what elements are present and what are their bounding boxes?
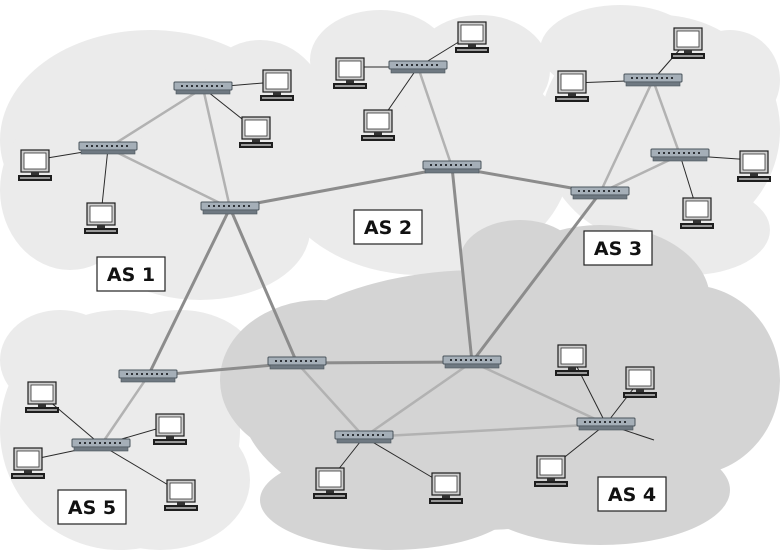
as5-label: AS 5 [57,489,127,525]
host-as3-2 [554,70,590,103]
host-as3-1 [670,27,706,60]
as1-label-text: AS 1 [107,264,155,286]
host-as5-2 [10,447,46,480]
host-as1-2 [238,116,274,149]
as3-label-text: AS 3 [594,238,642,260]
as5-cloud [0,310,260,550]
host-as5-4 [163,479,199,512]
as4-cloud [220,220,780,550]
host-as1-4 [83,202,119,235]
switch-as3-right [650,148,710,162]
switch-as4-top [442,355,502,369]
switch-as2-top [388,60,448,74]
host-as4-1 [312,467,348,500]
host-as4-5 [533,455,569,488]
as2-label: AS 2 [353,209,423,245]
host-as3-3 [736,150,772,183]
switch-as4-left [267,356,327,370]
host-as4-3 [554,344,590,377]
intra-as-links [99,65,682,447]
host-as4-4 [622,366,658,399]
switch-as3-top [623,73,683,87]
as2-label-text: AS 2 [364,217,412,239]
host-as2-2 [332,57,368,90]
switch-as1-left [78,141,138,155]
as4-label-text: AS 4 [608,484,656,506]
as1-label: AS 1 [96,256,166,292]
host-as2-1 [454,21,490,54]
switch-as5-border [118,369,178,383]
switch-as1-border [200,201,260,215]
as3-label: AS 3 [583,230,653,266]
switch-as2-center [422,160,482,174]
switch-as3-border [570,186,630,200]
switch-as4-right [576,417,636,431]
host-as4-2 [428,472,464,505]
as5-label-text: AS 5 [68,497,116,519]
host-as1-3 [17,149,53,182]
host-as3-4 [679,197,715,230]
host-as2-3 [360,109,396,142]
host-as5-1 [24,381,60,414]
switch-as4-bottom [334,430,394,444]
host-as5-3 [152,413,188,446]
switch-as1-top [173,81,233,95]
switch-as5-hub [71,438,131,452]
host-as1-1 [259,69,295,102]
as4-label: AS 4 [597,476,667,512]
